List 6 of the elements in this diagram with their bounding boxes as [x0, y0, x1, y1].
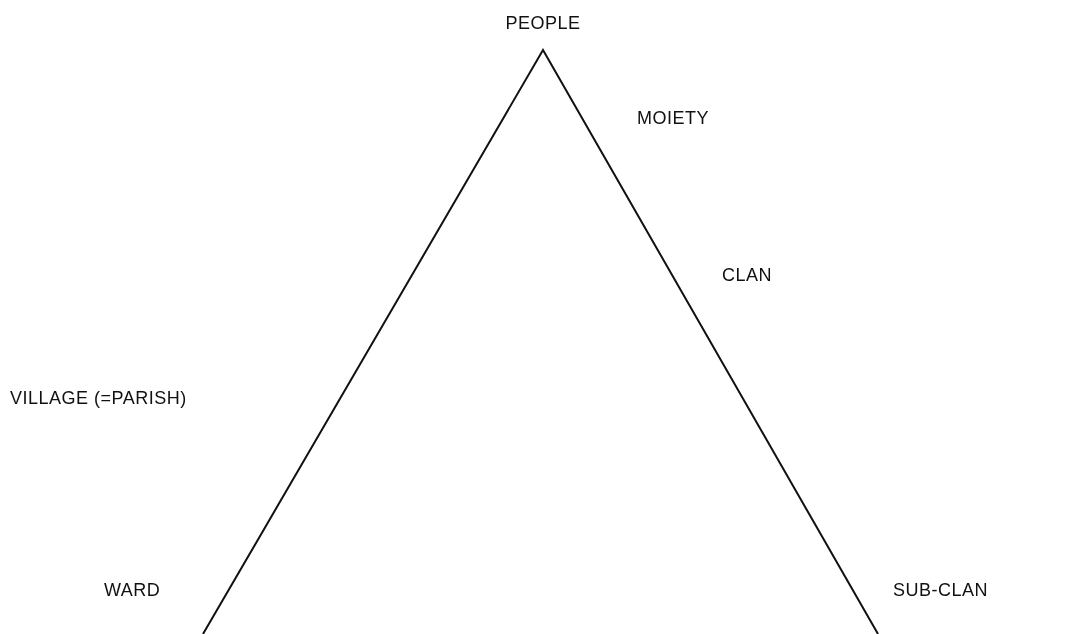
level-label: CLAN: [722, 266, 772, 284]
level-label: PEOPLE: [505, 14, 581, 32]
level-label: MOIETY: [637, 109, 709, 127]
level-label: SUB-CLAN: [893, 581, 989, 599]
level-label: WARD: [104, 581, 161, 599]
level-label: VILLAGE (=PARISH): [10, 389, 187, 407]
